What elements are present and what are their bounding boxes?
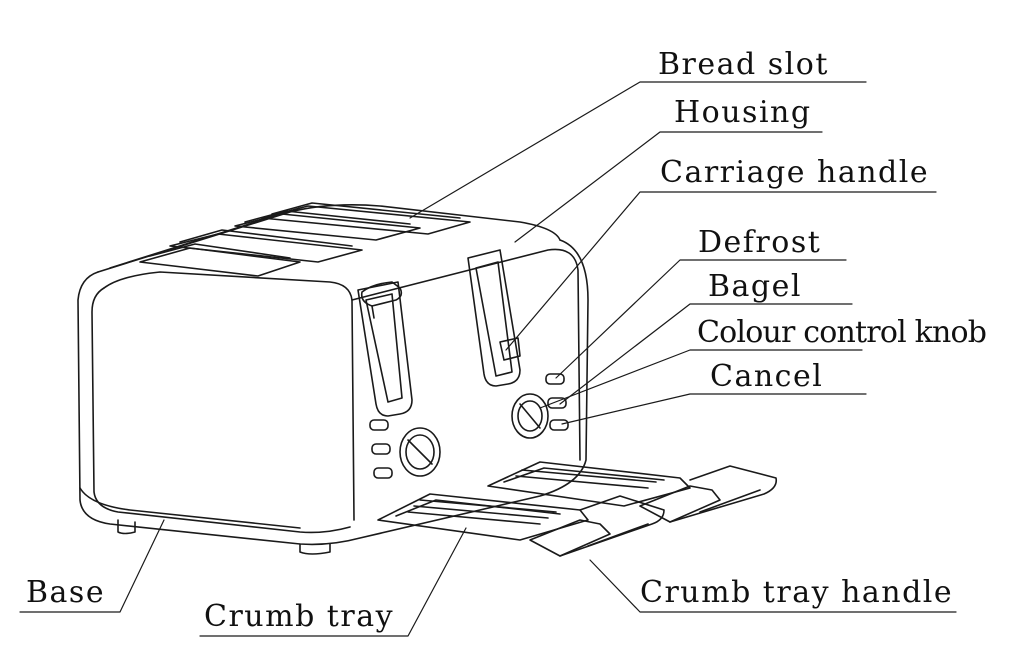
- controls-left: [369, 419, 441, 479]
- crumb-tray-front: [377, 493, 665, 557]
- leader-lines: [19, 81, 957, 637]
- label-carriage-handle: Carriage handle: [660, 155, 930, 190]
- label-crumb-tray: Crumb tray: [204, 599, 395, 634]
- label-bagel: Bagel: [708, 269, 802, 304]
- label-base: Base: [26, 575, 106, 610]
- controls-right: [511, 373, 569, 439]
- bread-slots: [139, 202, 471, 277]
- label-cancel: Cancel: [710, 359, 824, 394]
- label-housing: Housing: [674, 95, 812, 130]
- label-bread-slot: Bread slot: [658, 47, 829, 82]
- label-defrost: Defrost: [698, 225, 822, 260]
- carriage-handle-left: [357, 281, 413, 417]
- label-colour-control-knob: Colour control knob: [697, 315, 987, 350]
- label-crumb-tray-handle: Crumb tray handle: [640, 575, 954, 610]
- crumb-tray-back: [487, 461, 778, 523]
- carriage-handle-right: [467, 249, 521, 387]
